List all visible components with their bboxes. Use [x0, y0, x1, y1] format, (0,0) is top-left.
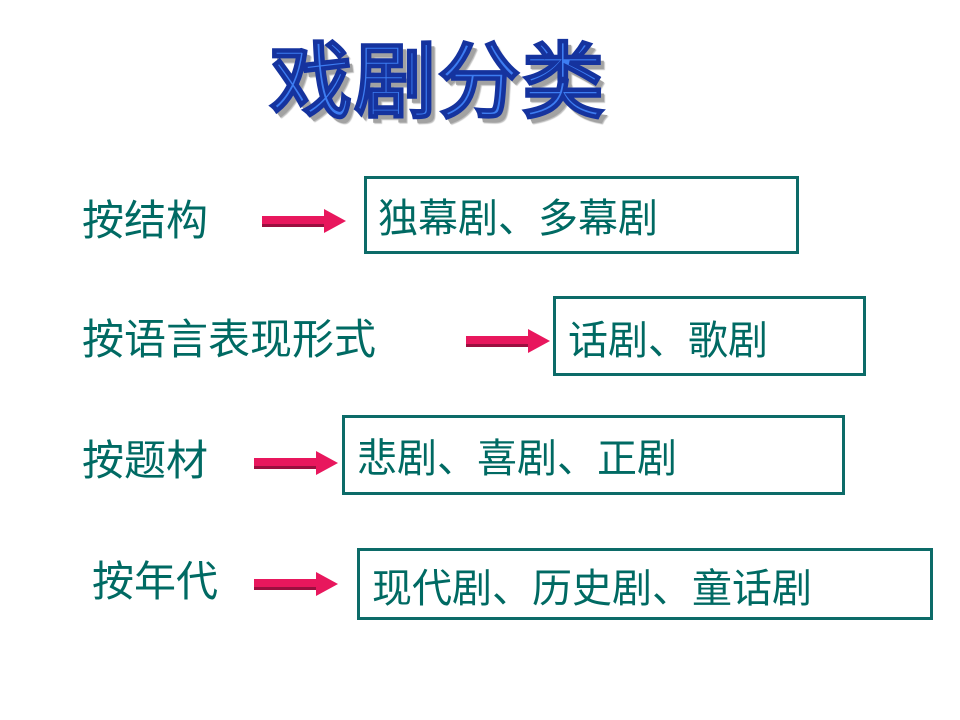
- arrow-right-icon: [254, 449, 338, 477]
- result-text-subject: 悲剧、喜剧、正剧: [357, 436, 677, 482]
- slide-title: 戏剧分类: [269, 34, 607, 131]
- result-text-era: 现代剧、历史剧、童话剧: [372, 566, 812, 612]
- category-label-language-form: 按语言表现形式: [82, 315, 377, 364]
- result-text-language-form: 话剧、歌剧: [568, 318, 768, 364]
- arrow-right-icon: [262, 207, 346, 235]
- arrow-right-icon: [466, 327, 550, 355]
- result-box-structure: [364, 176, 799, 254]
- result-box-language-form: [553, 296, 866, 376]
- category-label-subject: 按题材: [82, 436, 209, 485]
- category-label-structure: 按结构: [82, 196, 209, 245]
- result-text-structure: 独幕剧、多幕剧: [378, 196, 658, 242]
- arrow-right-icon: [254, 570, 338, 598]
- result-box-subject: [342, 415, 845, 495]
- result-box-era: [357, 548, 933, 620]
- category-label-era: 按年代: [92, 557, 219, 606]
